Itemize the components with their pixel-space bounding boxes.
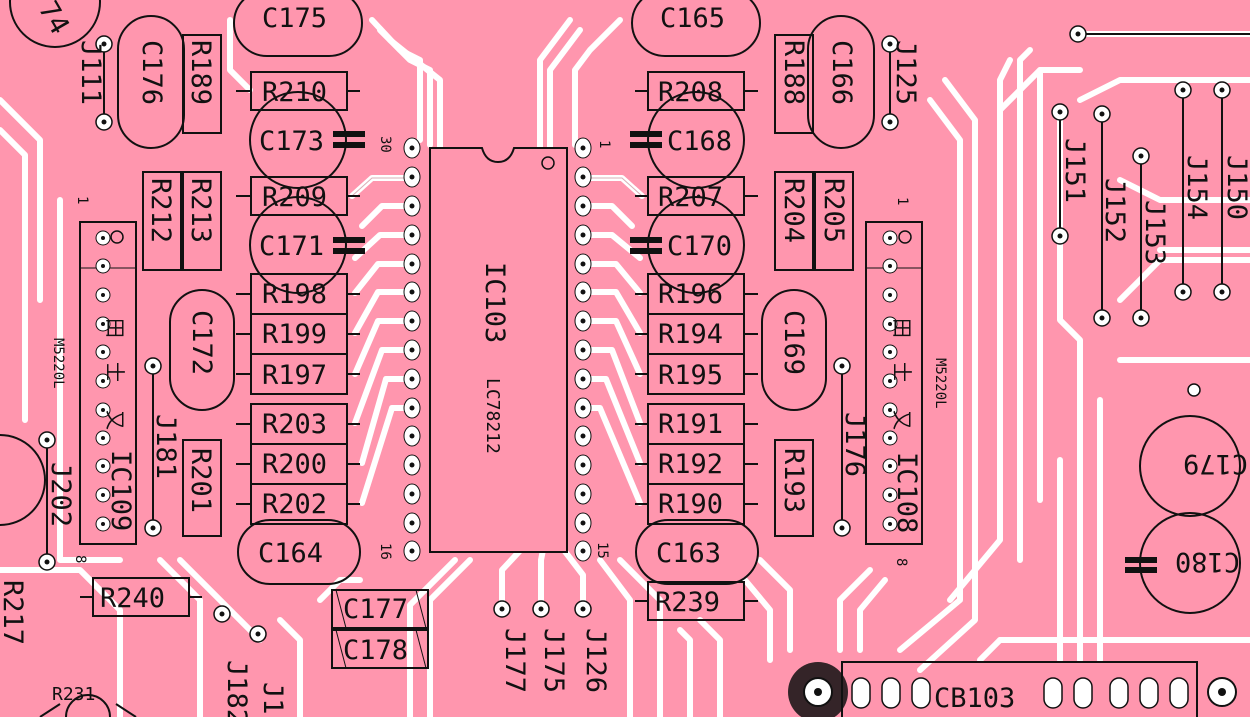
ic108-pin8: 8	[893, 558, 909, 566]
ic109-part: M5220L	[50, 338, 66, 389]
ic109: 田 士 又 IC109 M5220L 1 8	[50, 196, 137, 563]
label-j152: J152	[1099, 178, 1130, 243]
label-j74: 74	[32, 0, 75, 40]
label-j176: J176	[839, 412, 870, 477]
trace-outlines	[351, 177, 643, 197]
label-c179: C179	[1183, 448, 1248, 479]
label-r193: R193	[778, 448, 809, 513]
ic103-pin16: 16	[377, 543, 393, 560]
label-j153: J153	[1139, 200, 1170, 265]
label-r210: R210	[262, 77, 327, 108]
label-j111: J111	[75, 40, 106, 105]
label-c163: C163	[656, 538, 721, 569]
label-j150: J150	[1221, 155, 1250, 220]
ic108-pin1: 1	[894, 197, 910, 205]
c177-c178-hatch	[335, 589, 427, 669]
label-r196: R196	[658, 279, 723, 310]
label-r191: R191	[658, 409, 723, 440]
capacitor-outlines	[0, 0, 1241, 669]
svg-text:田: 田	[103, 318, 127, 338]
label-r192: R192	[658, 449, 723, 480]
label-r198: R198	[262, 279, 327, 310]
label-j151: J151	[1059, 138, 1090, 203]
svg-text:田: 田	[890, 318, 914, 338]
label-c166: C166	[826, 40, 857, 105]
label-r205: R205	[818, 178, 849, 243]
r231-symbol	[39, 694, 137, 717]
label-c175: C175	[262, 3, 327, 34]
label-c165: C165	[660, 3, 725, 34]
ic103: IC103 LC78212 30 1 16 15	[377, 136, 612, 562]
label-c176: C176	[136, 40, 167, 105]
ic108-part: M5220L	[932, 358, 948, 409]
label-j1x: J1	[257, 682, 288, 715]
label-r209: R209	[262, 182, 327, 213]
label-r239: R239	[655, 587, 720, 618]
ic108: 田 士 又 IC108 M5220L 1 8	[865, 197, 948, 566]
ic103-pin15: 15	[594, 542, 610, 559]
label-r194: R194	[658, 319, 723, 350]
label-r190: R190	[658, 489, 723, 520]
label-r208: R208	[658, 77, 723, 108]
label-r202: R202	[262, 489, 327, 520]
ic108-ref: IC108	[891, 452, 922, 533]
label-c178: C178	[343, 635, 408, 666]
label-r195: R195	[658, 360, 723, 391]
ic109-pin8: 8	[72, 555, 88, 563]
traces	[0, 17, 1250, 717]
ic103-pin30: 30	[377, 136, 393, 153]
svg-text:又: 又	[103, 410, 127, 430]
label-c168: C168	[667, 126, 732, 157]
label-j126: J126	[580, 628, 611, 693]
label-c180: C180	[1175, 546, 1240, 577]
label-r207: R207	[658, 182, 723, 213]
horizontal-resistor-leads	[80, 90, 758, 602]
label-j202: J202	[45, 462, 76, 527]
ic103-pin1: 1	[596, 140, 612, 148]
label-c177: C177	[343, 594, 408, 625]
svg-text:又: 又	[890, 410, 914, 430]
label-c164: C164	[258, 538, 323, 569]
svg-text:士: 士	[890, 362, 914, 382]
label-r217: R217	[0, 580, 28, 645]
label-j177: J177	[499, 628, 530, 693]
label-r203: R203	[262, 409, 327, 440]
svg-text:士: 士	[103, 362, 127, 382]
label-r213: R213	[185, 178, 216, 243]
ic103-ref: IC103	[479, 262, 510, 343]
label-j154: J154	[1181, 155, 1212, 220]
label-r201: R201	[185, 448, 216, 513]
label-c172: C172	[186, 310, 217, 375]
label-r188: R188	[778, 40, 809, 105]
label-j125: J125	[890, 40, 921, 105]
label-j182: J182	[221, 660, 252, 717]
label-c173: C173	[259, 126, 324, 157]
label-c170: C170	[667, 231, 732, 262]
cb103-label: CB103	[934, 683, 1015, 714]
label-r200: R200	[262, 449, 327, 480]
label-r212: R212	[145, 178, 176, 243]
cb103-connector: CB103	[788, 661, 1237, 717]
label-r199: R199	[262, 319, 327, 350]
label-c169: C169	[778, 310, 809, 375]
ic109-pin1: 1	[74, 196, 90, 204]
pad-holes	[44, 31, 1225, 637]
label-j181: J181	[150, 414, 181, 479]
ic103-part: LC78212	[482, 378, 503, 454]
label-c171: C171	[259, 231, 324, 262]
jumper-lines	[46, 33, 1250, 562]
label-j175: J175	[538, 628, 569, 693]
label-r231: R231	[52, 684, 95, 705]
label-r189: R189	[185, 40, 216, 105]
label-r240: R240	[100, 583, 165, 614]
capacitor-polarity-bars	[333, 131, 1157, 573]
label-r197: R197	[262, 360, 327, 391]
ic109-ref: IC109	[105, 450, 136, 531]
label-r204: R204	[778, 178, 809, 243]
